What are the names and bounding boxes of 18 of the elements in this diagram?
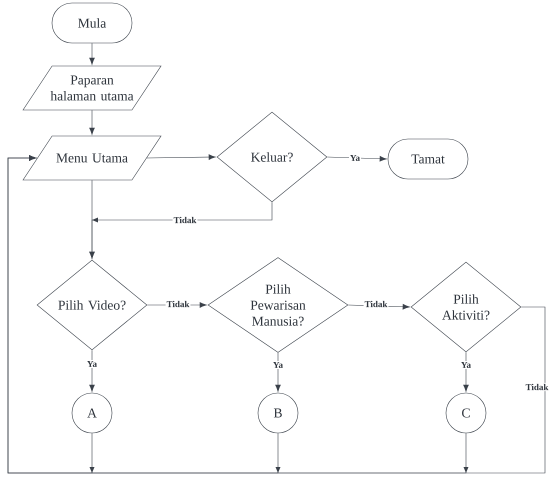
edge-label: Tidak: [524, 382, 550, 392]
edge-label: Tidak: [166, 300, 190, 308]
arrow: [89, 43, 95, 65]
edge-label: Ya: [460, 361, 472, 369]
arrow: [89, 180, 95, 259]
edge-label: Tidak: [364, 300, 388, 308]
arrow: [146, 154, 216, 160]
edge-label: Ya: [349, 154, 361, 162]
terminal-box: Tamat: [388, 138, 468, 180]
terminal-box: Mula: [52, 2, 132, 44]
edge-label: Ya: [86, 360, 98, 368]
arrow: [275, 352, 281, 392]
arrow: [89, 110, 95, 135]
edge-label: Ya: [272, 361, 284, 369]
arrow: [463, 352, 469, 392]
arrow: [89, 350, 95, 392]
edge-label: Tidak: [172, 216, 198, 224]
arrow: [327, 156, 387, 162]
